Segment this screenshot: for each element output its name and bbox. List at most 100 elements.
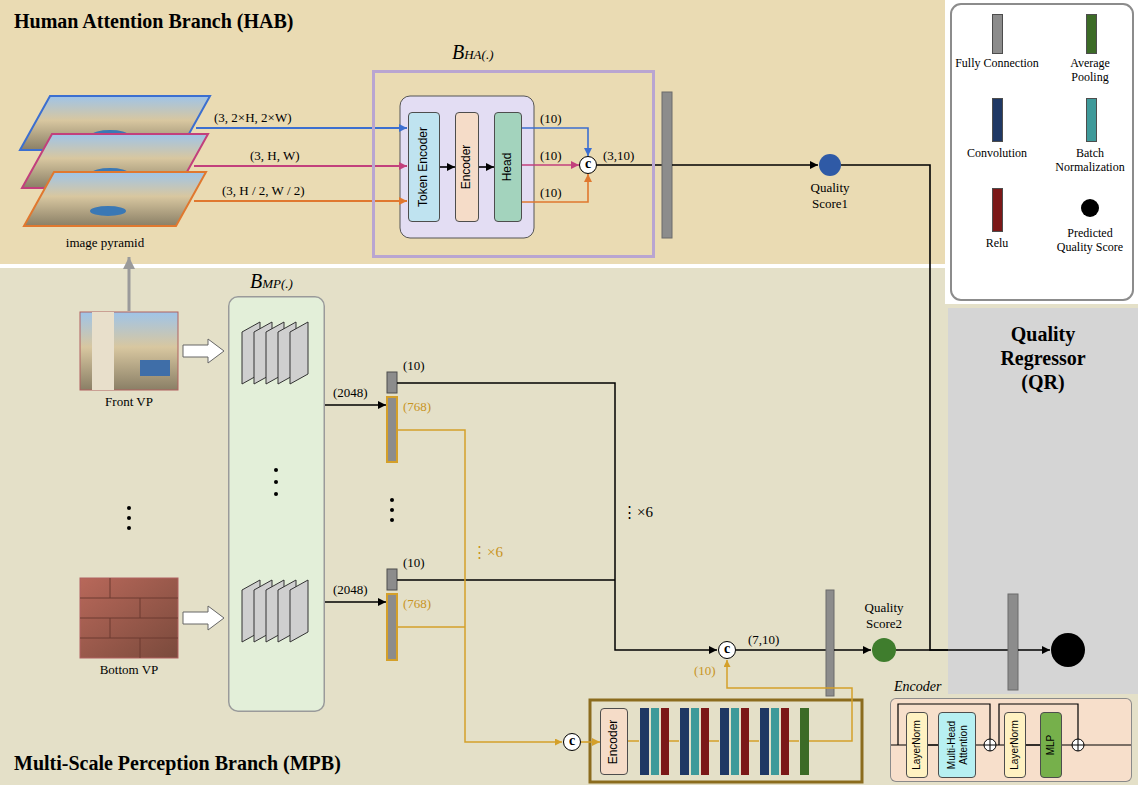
layer-box: Multi-Head Attention (938, 712, 976, 778)
conv-bar (680, 708, 689, 775)
image-detail (90, 206, 126, 216)
fc-bar (1008, 594, 1018, 690)
branch-title: Multi-Scale Perception Branch (MPB) (14, 752, 341, 775)
hollow-arrow (183, 339, 224, 363)
legend-text: Predicted Quality Score (1052, 226, 1128, 255)
feature-arrow (325, 601, 386, 603)
dimension-label: (3, H / 2, W / 2) (222, 184, 305, 198)
connector (581, 741, 600, 743)
add-symbol (1072, 739, 1084, 751)
layer-name: Head (501, 115, 515, 219)
ellipsis-dot (274, 492, 278, 496)
predicted-score-dot (1051, 633, 1085, 667)
score-line (834, 649, 871, 651)
dimension-label: (768) (403, 597, 431, 611)
caption-label: Front VP (69, 395, 189, 409)
feature-line (727, 660, 852, 741)
layer-name: MLP (1045, 715, 1057, 775)
fc-bar (387, 594, 397, 660)
legend-swatch (1086, 98, 1097, 142)
legend-text: Average Pooling (1052, 56, 1128, 85)
feature-arrow (325, 404, 386, 406)
backbone-box (400, 96, 534, 238)
ellipsis-dot (390, 518, 394, 522)
layer-box: MLP (1040, 712, 1062, 778)
relu-bar (701, 708, 709, 775)
feature-line (397, 430, 562, 742)
layer-name: Encoder (460, 115, 474, 219)
feature-line (397, 579, 615, 581)
add-symbol (984, 739, 996, 751)
legend-symbol (1081, 199, 1099, 217)
conv-bar (640, 708, 649, 775)
legend-swatch (992, 188, 1003, 232)
dimension-label: (10) (694, 664, 716, 678)
ellipsis-dot (127, 516, 131, 520)
legend-text: Batch Normalization (1052, 146, 1128, 175)
pyramid-arrow (128, 257, 131, 311)
panel-title: Encoder (894, 679, 941, 695)
bn-bar (731, 708, 739, 775)
conv-bar (720, 708, 729, 775)
connector (440, 166, 455, 168)
concat-circle: c (579, 156, 597, 174)
concat-symbol: c (564, 734, 580, 750)
ellipsis-dot (127, 526, 131, 530)
layer-box: Token Encoder (408, 112, 440, 222)
ellipsis-dot (274, 480, 278, 484)
module-name: BHA(.) (452, 40, 493, 64)
feature-line (397, 383, 717, 650)
image-detail (80, 578, 178, 658)
ellipsis-dot (390, 508, 394, 512)
encoder-ground (890, 698, 1132, 782)
legend-swatch (992, 98, 1003, 142)
dimension-label: (10) (540, 149, 562, 163)
score-line (1018, 649, 1050, 651)
score-label: Quality Score2 (849, 600, 919, 631)
repeat-label: ⋮×6 (622, 505, 653, 519)
repeat-label: ⋮×6 (472, 545, 503, 559)
viewport-image (80, 312, 178, 390)
input-arrow (194, 200, 407, 202)
legend-swatch (992, 14, 1003, 54)
dimension-label: (3, 2×H, 2×W) (214, 111, 291, 125)
concat-symbol: c (580, 157, 596, 173)
bn-bar (771, 708, 779, 775)
connector (522, 174, 588, 202)
input-arrow (196, 127, 407, 129)
image-detail (92, 312, 114, 390)
pool-bar (800, 708, 809, 775)
connector (522, 164, 579, 166)
dimension-label: (10) (540, 112, 562, 126)
concat-circle: c (563, 733, 581, 751)
branch-band: BMP(.)ccEncoderQuality Score2LayerNormMu… (0, 268, 1138, 785)
concat-circle: c (718, 641, 736, 659)
legend-text: Relu (951, 236, 1043, 250)
relu-bar (661, 708, 669, 775)
fc-bar (662, 92, 672, 238)
dimension-label: (10) (403, 556, 425, 570)
layer-name: Encoder (607, 711, 621, 772)
legend-swatch (1086, 14, 1097, 54)
module-name: BMP(.) (250, 269, 293, 293)
layer-box: Encoder (455, 112, 479, 222)
score-line (948, 649, 1008, 651)
score-dot: Quality Score1 (819, 154, 841, 176)
connector (928, 744, 938, 746)
score-dot: Quality Score2 (872, 638, 896, 662)
module-frame: BMP(.) (228, 296, 325, 712)
input-arrow (194, 165, 407, 167)
bn-bar (691, 708, 699, 775)
fc-bar (387, 372, 397, 393)
viewport-image (80, 578, 178, 658)
fc-bar (826, 590, 834, 696)
regressor-panel: Quality Regressor (QR) (948, 308, 1138, 694)
regressor-ground (948, 308, 1138, 694)
layer-box: Encoder (600, 708, 628, 775)
conv-bar (760, 708, 769, 775)
score-label: Quality Score1 (795, 180, 865, 211)
panel-title: Quality Regressor (QR) (978, 322, 1108, 394)
ellipsis-dot (390, 498, 394, 502)
legend-text: Convolution (951, 146, 1043, 160)
dimension-label: (7,10) (748, 633, 779, 647)
